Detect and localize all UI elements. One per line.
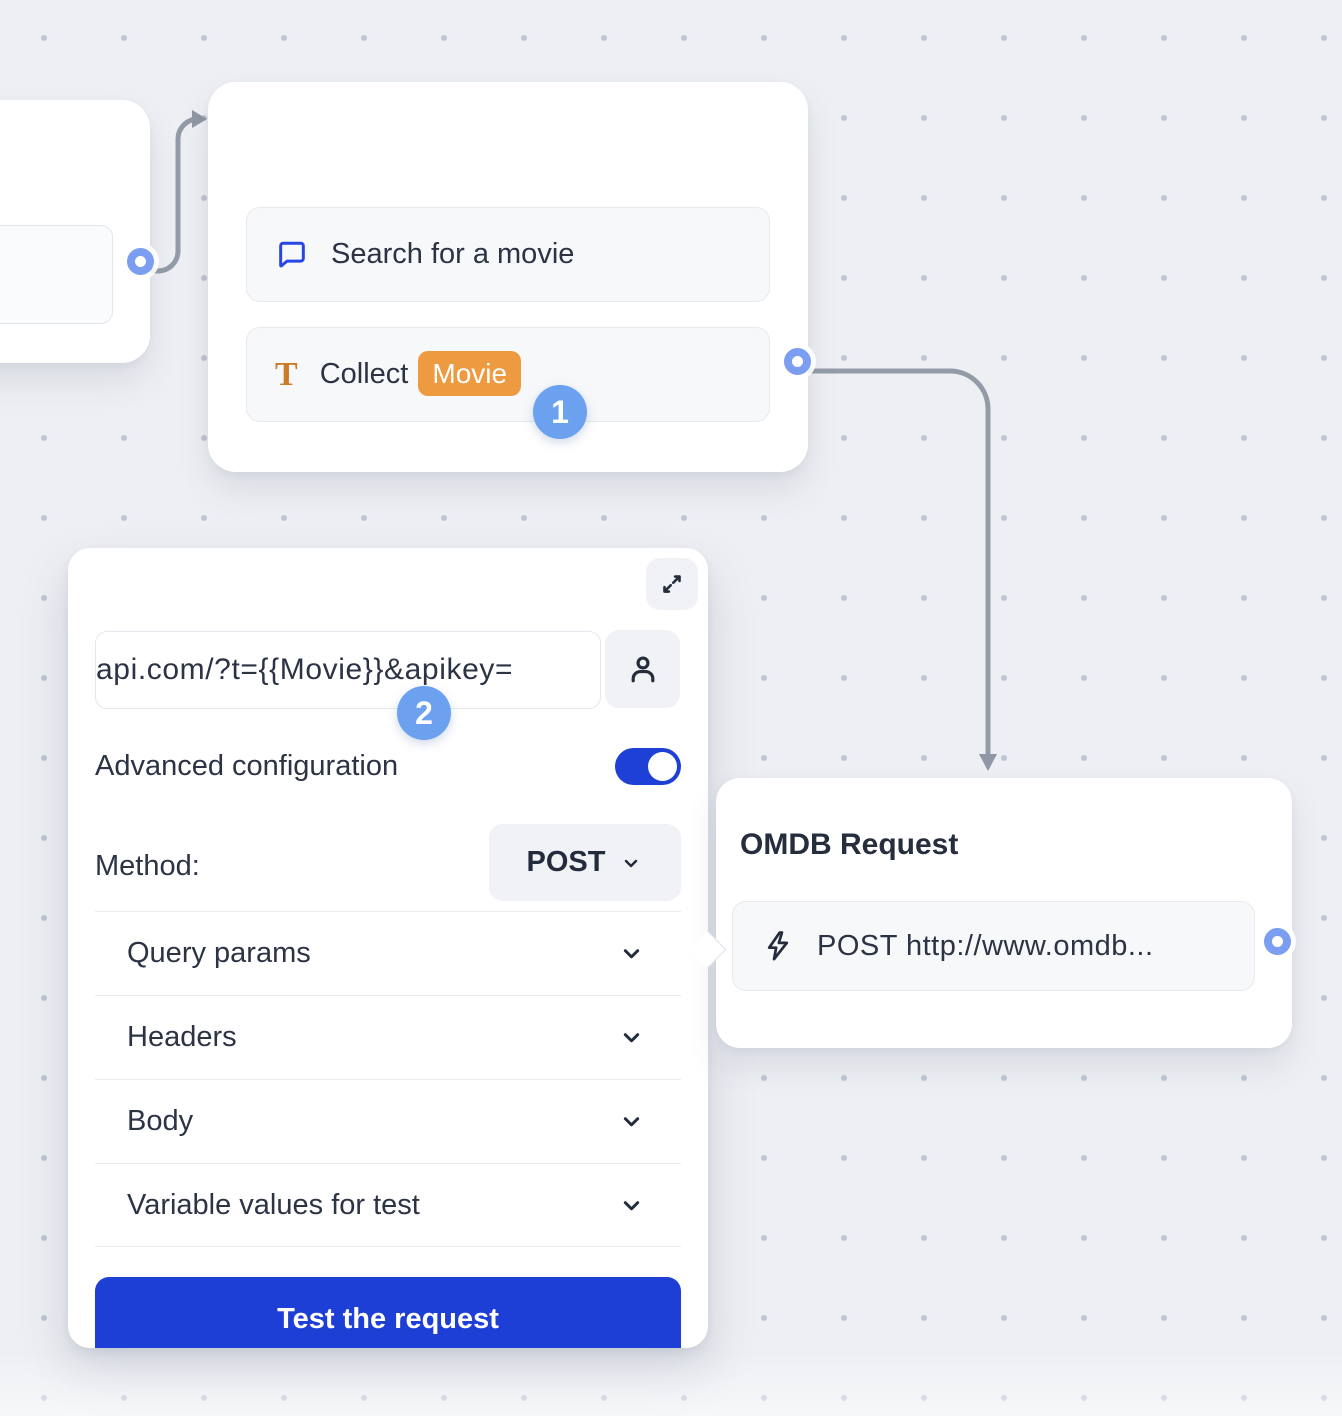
lightning-icon xyxy=(761,929,795,963)
output-port-previous[interactable] xyxy=(127,248,154,275)
node-row-question[interactable]: Search for a movie xyxy=(246,207,770,302)
connector-previous-to-movie xyxy=(150,119,199,271)
config-sections: Query params Headers Body Variable value… xyxy=(95,911,681,1247)
arrowhead-down xyxy=(979,754,997,771)
method-label: Method: xyxy=(95,850,200,883)
expand-button[interactable] xyxy=(646,558,698,610)
chevron-down-icon xyxy=(618,1024,645,1051)
chevron-down-icon xyxy=(618,1108,645,1135)
person-icon xyxy=(624,650,662,688)
advanced-configuration-toggle[interactable] xyxy=(615,748,681,785)
toggle-knob xyxy=(648,752,677,781)
movie-search-node[interactable]: Movie search Search for a movie T Collec… xyxy=(208,82,808,472)
chevron-down-icon xyxy=(619,851,643,875)
section-headers[interactable]: Headers xyxy=(95,995,681,1079)
chevron-down-icon xyxy=(618,940,645,967)
url-input[interactable]: api.com/?t={{Movie}}&apikey= xyxy=(95,631,601,709)
advanced-configuration-label: Advanced configuration xyxy=(95,750,398,783)
section-query-params[interactable]: Query params xyxy=(95,911,681,995)
previous-node-card[interactable] xyxy=(0,100,150,363)
section-variable-values[interactable]: Variable values for test xyxy=(95,1163,681,1247)
omdb-request-node[interactable]: OMDB Request POST http://www.omdb... xyxy=(716,778,1292,1048)
section-body[interactable]: Body xyxy=(95,1079,681,1163)
variable-chip[interactable]: Movie xyxy=(418,351,521,396)
node-row-collect[interactable]: T Collect Movie xyxy=(246,327,770,422)
step-badge-1: 1 xyxy=(533,385,587,439)
arrowhead-right xyxy=(192,110,207,128)
method-select[interactable]: POST xyxy=(489,824,681,901)
node-title: OMDB Request xyxy=(740,828,958,862)
node-row-label: POST http://www.omdb... xyxy=(817,930,1154,963)
node-row-label: Search for a movie xyxy=(331,238,574,271)
output-port-omdb[interactable] xyxy=(1264,928,1291,955)
connector-movie-to-omdb xyxy=(807,371,988,753)
test-request-button[interactable]: Test the request xyxy=(95,1277,681,1348)
expand-icon xyxy=(657,569,687,599)
chat-bubble-icon xyxy=(275,238,309,272)
step-badge-2: 2 xyxy=(397,686,451,740)
text-input-icon: T xyxy=(275,358,298,392)
chevron-down-icon xyxy=(618,1192,645,1219)
node-row-label: Collect Movie xyxy=(320,358,521,391)
method-value: POST xyxy=(527,846,606,879)
node-row-webhook[interactable]: POST http://www.omdb... xyxy=(732,901,1255,991)
previous-node-row[interactable] xyxy=(0,225,113,324)
url-input-value: api.com/?t={{Movie}}&apikey= xyxy=(110,653,513,687)
webhook-config-panel[interactable]: api.com/?t={{Movie}}&apikey= Advanced co… xyxy=(68,548,708,1348)
output-port-movie-search[interactable] xyxy=(784,348,811,375)
person-button[interactable] xyxy=(605,630,680,708)
